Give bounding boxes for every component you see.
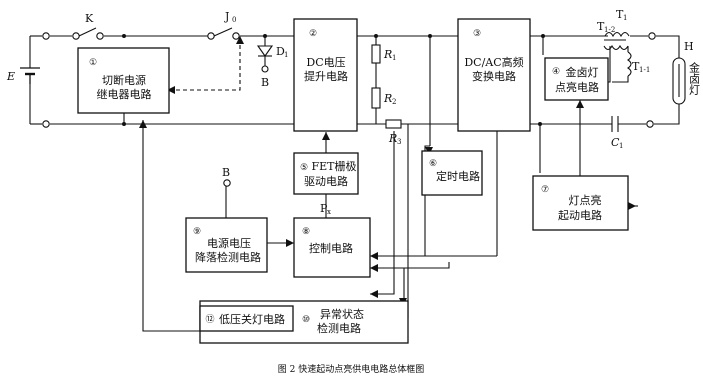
- label-lamp: 金卤灯: [688, 61, 701, 95]
- label-D: D: [276, 45, 285, 58]
- lowoff-num: ⑫: [205, 314, 214, 325]
- label-C1: C: [611, 136, 620, 149]
- label-B-top: B: [261, 76, 269, 89]
- label-T12: T: [597, 20, 605, 33]
- label-D-sub: 1: [284, 51, 288, 59]
- dcboost-line2: 提升电路: [304, 70, 348, 83]
- label-C1-sub: 1: [619, 142, 623, 150]
- drop-line2: 降落检测电路: [195, 250, 261, 264]
- start-line1: 灯点亮: [569, 193, 602, 207]
- label-R1-sub: 1: [392, 54, 396, 62]
- abn-num: ⑩: [302, 315, 310, 325]
- block-control: [293, 217, 371, 278]
- label-J: J: [224, 10, 229, 23]
- label-Px-sub: x: [327, 208, 331, 216]
- label-T11-sub: 1-1: [639, 66, 650, 74]
- label-E: E: [6, 70, 15, 83]
- block-fet: [293, 152, 359, 195]
- block-dc-boost: [293, 18, 358, 132]
- label-T1: T: [616, 8, 624, 21]
- label-H: H: [684, 40, 694, 53]
- relay-line1: 切断电源: [102, 73, 146, 87]
- label-B-mid: B: [222, 166, 230, 179]
- label-R3: R: [388, 132, 397, 145]
- block-lowoff: [199, 305, 294, 332]
- lampon-line1: 金卤灯: [566, 65, 599, 79]
- block-timer: [421, 150, 483, 196]
- block-dcac: [457, 18, 531, 132]
- drop-num: ⑨: [193, 227, 201, 237]
- timer-num: ⑥: [429, 159, 437, 169]
- dcboost-line1: DC电压: [306, 56, 345, 69]
- lowoff-line1: 低压关灯电路: [219, 312, 285, 326]
- dcac-line1: DC/AC高频: [464, 55, 523, 69]
- label-R3-sub: 3: [397, 138, 401, 146]
- abn-line1: 异常状态: [320, 307, 364, 321]
- block-drop: [185, 217, 268, 273]
- label-R2-sub: 2: [392, 98, 396, 106]
- abn-line2: 检测电路: [317, 321, 361, 335]
- dcboost-num: ②: [309, 29, 317, 39]
- label-T12-sub: 1-2: [604, 26, 615, 34]
- lampon-line2: 点亮电路: [555, 80, 599, 94]
- fet-num: ⑤: [300, 163, 308, 173]
- fet-line1: FET栅极: [312, 159, 357, 173]
- figure-caption: 图 2 快速起动点亮供电电路总体框图: [278, 363, 424, 375]
- lampon-num: ④: [552, 67, 560, 77]
- timer-line1: 定时电路: [436, 169, 480, 183]
- drop-line1: 电源电压: [207, 236, 251, 250]
- label-T1-sub: 1: [623, 14, 627, 22]
- control-num: ⑧: [302, 227, 310, 237]
- label-K: K: [85, 12, 94, 25]
- label-R2: R: [383, 92, 392, 105]
- relay-num: ①: [89, 58, 97, 68]
- label-R1: R: [383, 48, 392, 61]
- dcac-line2: 变换电路: [472, 69, 516, 83]
- label-T11: T: [632, 60, 640, 73]
- label-J-sub: 0: [232, 16, 236, 24]
- relay-line2: 继电器电路: [97, 88, 152, 101]
- block-lamp-on: [544, 57, 609, 101]
- dcac-num: ③: [473, 29, 481, 39]
- label-Px: P: [320, 202, 328, 215]
- block-relay: [77, 47, 170, 114]
- start-num: ⑦: [541, 185, 549, 195]
- start-line2: 起动电路: [558, 209, 602, 222]
- block-start: [532, 175, 629, 231]
- control-line1: 控制电路: [309, 241, 353, 255]
- fet-line2: 驱动电路: [304, 175, 348, 188]
